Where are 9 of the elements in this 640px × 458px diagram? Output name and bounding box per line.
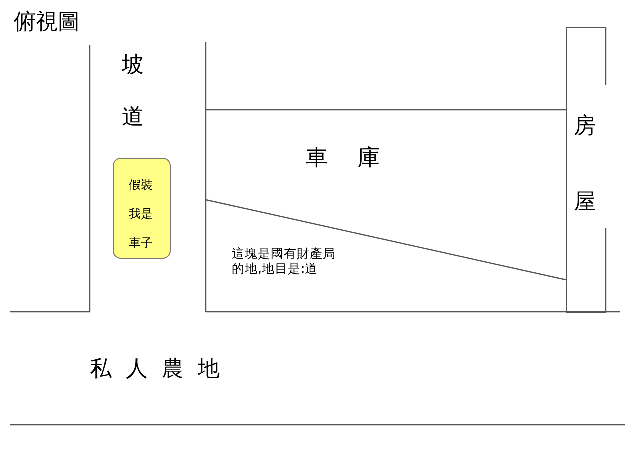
car-label: 假裝我是車子 (128, 177, 154, 252)
ramp-label: 坡道 (122, 52, 145, 132)
farmland-label: 私人農地 (90, 356, 234, 384)
car-box (113, 158, 171, 259)
house-outline (566, 27, 607, 313)
land-note: 這塊是國有財產局的地,地目是:道 (232, 246, 336, 276)
page-title: 俯視圖 (14, 10, 80, 36)
house-label: 房屋 (574, 113, 597, 217)
garage-label: 車庫 (306, 145, 410, 173)
